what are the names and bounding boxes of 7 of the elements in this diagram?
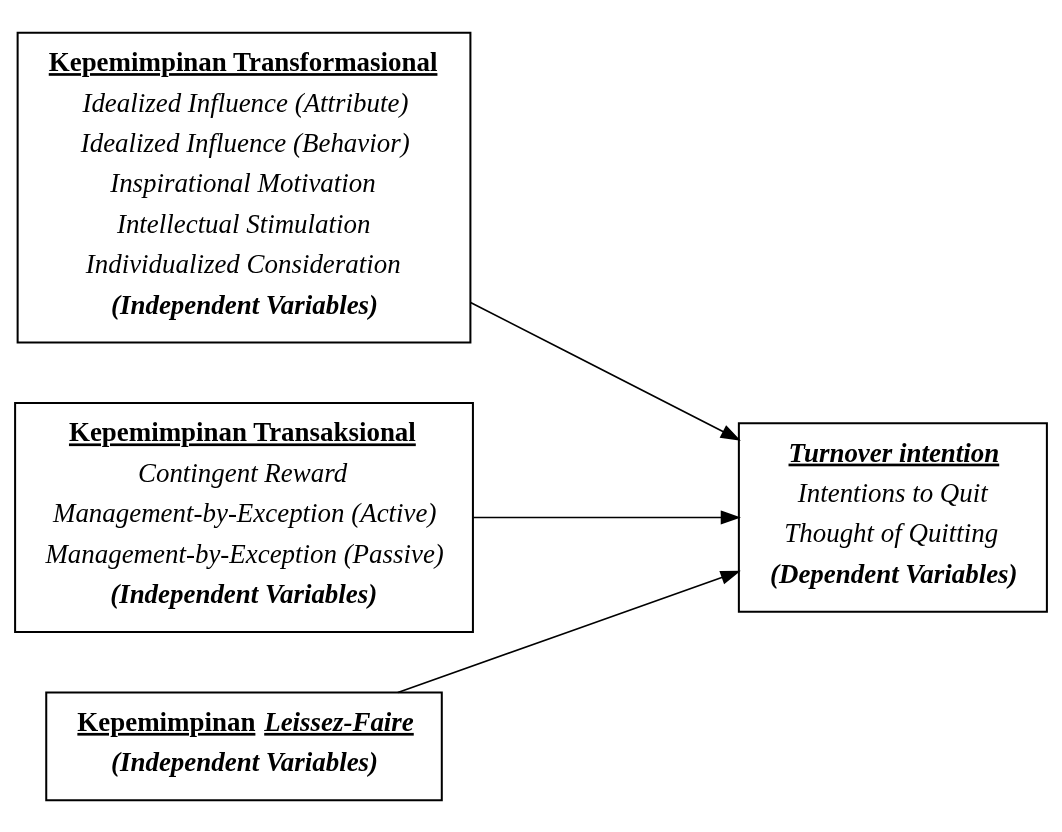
node-box: Turnover intention Intentions to Quit Thought of Quitting (Dependent Variables) xyxy=(737,421,1048,613)
arrow xyxy=(469,301,741,441)
arrow xyxy=(397,570,741,693)
node-box: Kepemimpinan Transformasional Idealized Influence (Attribute) Idealized Influence (Behavior) Inspirational Motivation Intellectual Stimulation Individualized Consideration (Independent Variables) xyxy=(16,31,472,343)
arrow xyxy=(472,509,741,525)
node-box: Kepemimpinan Leissez-Faire (Independent Variables) xyxy=(45,691,443,801)
node-box: Kepemimpinan Transaksional Contingent Reward Management-by-Exception (Active) Management-by-Exception (Passive) (Independent Variables) xyxy=(14,401,474,633)
